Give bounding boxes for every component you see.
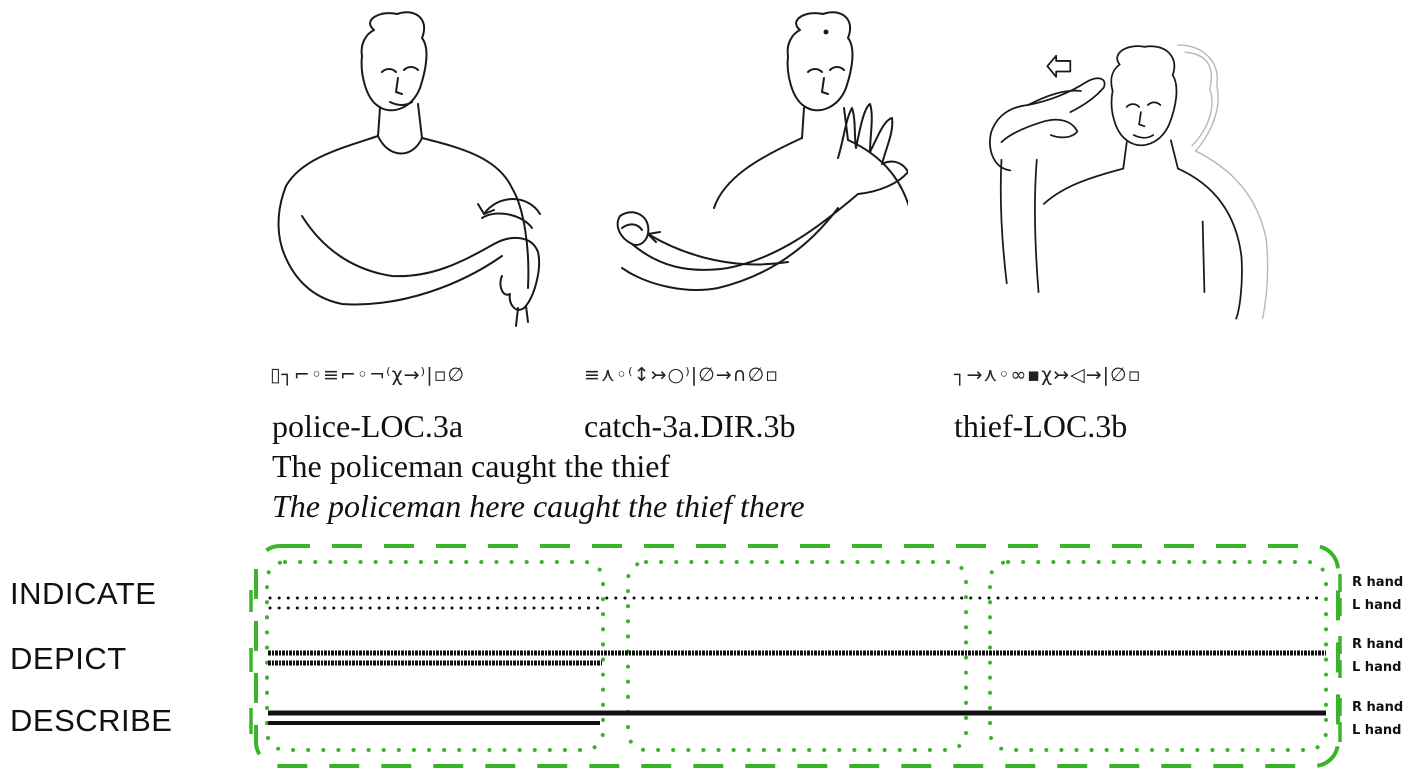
segment-box-thief <box>988 560 1328 752</box>
gloss-police: police-LOC.3a <box>272 408 464 444</box>
translation-plain: The policeman caught the thief <box>272 448 671 484</box>
segment-box-police <box>265 560 605 752</box>
hand-label-indicate-r: R hand <box>1352 575 1404 590</box>
row-label-indicate: INDICATE <box>10 576 157 611</box>
translation-italic: The policeman here caught the thief ther… <box>272 488 805 524</box>
signer-figure-catch <box>608 8 915 338</box>
signer-figure-thief <box>975 8 1275 338</box>
notation-police: ▯┐⌐◦≡⌐◦¬⁽χ→⁾|▫∅ <box>270 364 466 386</box>
notation-thief: ┐→⋏◦∞▪χ↣◁→|∅▫ <box>954 364 1142 386</box>
gloss-thief: thief-LOC.3b <box>954 408 1128 444</box>
hand-label-describe-l: L hand <box>1352 723 1402 738</box>
hand-label-describe-r: R hand <box>1352 700 1404 715</box>
hand-label-indicate-l: L hand <box>1352 598 1402 613</box>
notation-catch: ≡⋏◦⁽↕↣○⁾|∅→∩∅▫ <box>584 364 780 386</box>
gloss-catch: catch-3a.DIR.3b <box>584 408 796 444</box>
outer-dashed-box <box>254 544 1340 768</box>
hand-label-depict-r: R hand <box>1352 637 1404 652</box>
segment-box-catch <box>626 560 968 752</box>
row-label-describe: DESCRIBE <box>10 703 173 738</box>
row-label-depict: DEPICT <box>10 641 127 676</box>
signer-figure-police <box>262 8 562 338</box>
hand-label-depict-l: L hand <box>1352 660 1402 675</box>
